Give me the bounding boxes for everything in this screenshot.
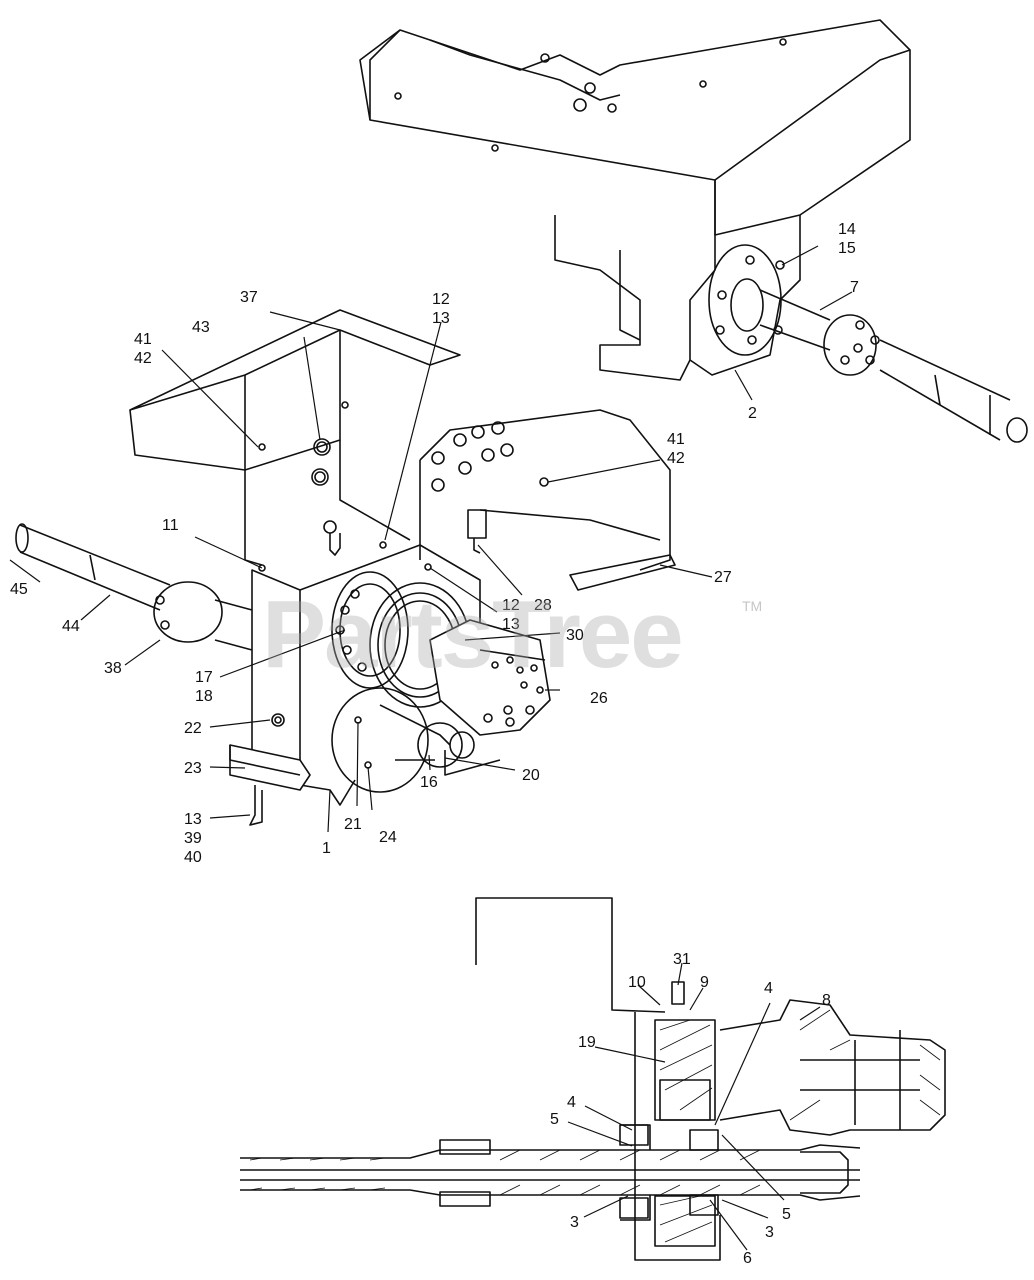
callout-44[interactable]: 44 bbox=[62, 618, 80, 635]
callout-16[interactable]: 16 bbox=[420, 774, 438, 791]
callout-22[interactable]: 22 bbox=[184, 720, 202, 737]
callout-13-c[interactable]: 13 bbox=[184, 811, 202, 828]
callout-9[interactable]: 9 bbox=[700, 974, 709, 991]
callout-42[interactable]: 42 bbox=[134, 350, 152, 367]
callout-5[interactable]: 5 bbox=[550, 1111, 559, 1128]
callout-19[interactable]: 19 bbox=[578, 1034, 596, 1051]
callout-11[interactable]: 11 bbox=[162, 517, 179, 534]
callout-38[interactable]: 38 bbox=[104, 660, 122, 677]
callout-15[interactable]: 15 bbox=[838, 240, 856, 257]
callout-4[interactable]: 4 bbox=[764, 980, 773, 997]
callout-42-b[interactable]: 42 bbox=[667, 450, 685, 467]
callout-39[interactable]: 39 bbox=[184, 830, 202, 847]
callout-21[interactable]: 21 bbox=[344, 816, 362, 833]
callout-7[interactable]: 7 bbox=[850, 279, 859, 296]
callout-13[interactable]: 13 bbox=[432, 310, 450, 327]
callout-45[interactable]: 45 bbox=[10, 581, 28, 598]
callout-27[interactable]: 27 bbox=[714, 569, 732, 586]
callout-3[interactable]: 3 bbox=[570, 1214, 579, 1231]
rear-frame-assembly bbox=[359, 19, 1028, 443]
callout-41[interactable]: 41 bbox=[134, 331, 152, 348]
callout-4-b[interactable]: 4 bbox=[567, 1094, 576, 1111]
callout-labels: 14 15 7 2 37 12 13 41 42 43 41 42 11 45 … bbox=[10, 221, 859, 1267]
callout-14[interactable]: 14 bbox=[838, 221, 856, 238]
callout-31[interactable]: 31 bbox=[673, 951, 691, 968]
callout-43[interactable]: 43 bbox=[192, 319, 210, 336]
callout-40[interactable]: 40 bbox=[184, 849, 202, 866]
watermark-logo: PartsTree bbox=[262, 581, 684, 688]
callout-12[interactable]: 12 bbox=[432, 291, 450, 308]
callout-20[interactable]: 20 bbox=[522, 767, 540, 784]
callout-17[interactable]: 17 bbox=[195, 669, 213, 686]
callout-2[interactable]: 2 bbox=[748, 405, 757, 422]
callout-28[interactable]: 28 bbox=[534, 597, 552, 614]
watermark-trademark: TM bbox=[742, 598, 763, 614]
section-hatching bbox=[249, 1009, 941, 1243]
callout-13-b[interactable]: 13 bbox=[502, 616, 520, 633]
callout-26[interactable]: 26 bbox=[590, 690, 608, 707]
callout-18[interactable]: 18 bbox=[195, 688, 213, 705]
callout-23[interactable]: 23 bbox=[184, 760, 202, 777]
callout-12-b[interactable]: 12 bbox=[502, 597, 520, 614]
callout-3-b[interactable]: 3 bbox=[765, 1224, 774, 1241]
callout-10[interactable]: 10 bbox=[628, 974, 646, 991]
callout-1[interactable]: 1 bbox=[322, 840, 331, 857]
callout-37[interactable]: 37 bbox=[240, 289, 258, 306]
leader-lines bbox=[9, 245, 853, 1251]
callout-6[interactable]: 6 bbox=[743, 1250, 752, 1267]
gearbox-assembly bbox=[15, 309, 676, 826]
cross-section-assembly bbox=[240, 897, 946, 1261]
callout-24[interactable]: 24 bbox=[379, 829, 397, 846]
callout-5-b[interactable]: 5 bbox=[782, 1206, 791, 1223]
callout-41-b[interactable]: 41 bbox=[667, 431, 685, 448]
callout-30[interactable]: 30 bbox=[566, 627, 584, 644]
callout-8[interactable]: 8 bbox=[822, 992, 831, 1009]
